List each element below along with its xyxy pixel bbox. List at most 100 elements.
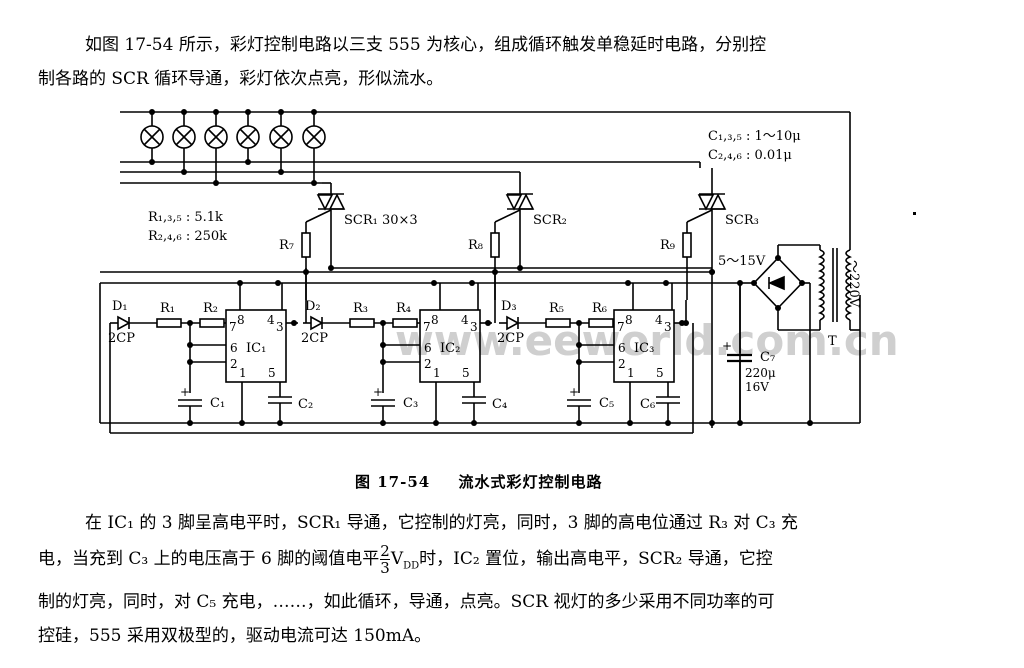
junction-dot: [311, 180, 317, 186]
ic-label: IC₂: [440, 341, 460, 356]
gate-resistor: [301, 232, 311, 258]
supply-voltage-label: 5～15V: [718, 254, 766, 269]
resistor-label: R₅: [549, 301, 564, 316]
junction-dot: [245, 159, 251, 165]
ic-555: [613, 309, 675, 383]
filter-capacitor: + C₇ 220μ 16V: [722, 283, 776, 423]
junction-dot: [187, 342, 193, 348]
resistor-label: R₆: [592, 301, 607, 316]
junction-dot: [751, 280, 757, 286]
resistor-label: R₂: [203, 301, 218, 316]
svg-text:4: 4: [461, 313, 469, 327]
stray-mark: [913, 212, 916, 215]
junction-dot: [181, 109, 187, 115]
gate-resistor: [490, 232, 500, 258]
junction-dot: [277, 420, 283, 426]
junction-dot: [709, 269, 715, 275]
junction-dot: [775, 305, 781, 311]
svg-text:4: 4: [267, 313, 275, 327]
junction-dot: [665, 420, 671, 426]
junction-dot: [576, 359, 582, 365]
figure-caption: 图 17-54 流水式彩灯控制电路: [355, 471, 602, 492]
junction-dot: [380, 320, 386, 326]
intro-line-1: 如图 17-54 所示，彩灯控制电路以三支 555 为核心，组成循环触发单稳延时…: [85, 35, 767, 55]
c7-rating: 16V: [745, 380, 769, 394]
diode-type-label: 2CP: [301, 331, 328, 346]
svg-text:7: 7: [617, 320, 625, 334]
svg-text:1: 1: [239, 366, 247, 380]
svg-text:+: +: [569, 385, 579, 399]
intro-line-2: 制各路的 SCR 循环导通，彩灯依次点亮，形似流水。: [38, 69, 444, 89]
timing-cap-label: C₃: [403, 396, 418, 411]
scr-3: SCR₃ R₉: [660, 168, 759, 300]
figure-title: 流水式彩灯控制电路: [458, 473, 603, 491]
resistor: [349, 318, 375, 328]
resistor-label: R₁: [160, 301, 175, 316]
svg-text:7: 7: [423, 320, 431, 334]
lamp-icon: [269, 112, 293, 172]
figure-number: 图 17-54: [355, 473, 431, 491]
svg-text:6: 6: [230, 341, 238, 355]
cap-note-odd: C₁,₃,₅ : 1～10μ: [708, 129, 801, 144]
junction-dot: [737, 280, 743, 286]
scr-label: SCR₂: [533, 213, 567, 228]
junction-dot: [576, 320, 582, 326]
junction-dot: [625, 280, 631, 286]
vdd-symbol: V: [390, 549, 404, 569]
ctrl-cap-label: C₄: [492, 397, 507, 412]
gate-resistor-label: R₇: [279, 238, 294, 253]
ic-555: [419, 309, 481, 383]
svg-text:6: 6: [424, 341, 432, 355]
svg-text:3: 3: [470, 320, 478, 334]
diode-icon: [310, 315, 324, 331]
junction-dot: [683, 320, 689, 326]
resistor-label: R₃: [353, 301, 368, 316]
body-line-2-pre: 电，当充到 C₃ 上的电压高于 6 脚的阈值电平: [38, 549, 380, 569]
body-line-3: 制的灯亮，同时，对 C₅ 充电，……，如此循环，导通，点亮。SCR 视灯的多少采…: [38, 592, 775, 613]
timing-cap-label: C₁: [210, 396, 225, 411]
junction-dot: [275, 280, 281, 286]
svg-text:3: 3: [276, 320, 284, 334]
diode-label: D₁: [112, 299, 128, 314]
resistor: [156, 318, 182, 328]
c7-value: 220μ: [745, 366, 776, 380]
svg-text:8: 8: [431, 313, 439, 327]
junction-dot: [380, 420, 386, 426]
diode-label: D₂: [305, 299, 321, 314]
diode-type-label: 2CP: [108, 331, 135, 346]
ic-label: IC₃: [634, 341, 654, 356]
junction-dot: [181, 169, 187, 175]
svg-text:+: +: [180, 385, 190, 399]
svg-text:+: +: [373, 385, 383, 399]
fraction-numerator: 2: [380, 542, 390, 560]
body-line-1: 在 IC₁ 的 3 脚呈高电平时，SCR₁ 导通，它控制的灯亮，同时，3 脚的高…: [85, 513, 798, 533]
junction-dot: [433, 420, 439, 426]
junction-dot: [245, 109, 251, 115]
gate-resistor-label: R₉: [660, 238, 675, 253]
junction-dot: [291, 320, 297, 326]
scr-label: SCR₃: [725, 213, 759, 228]
svg-text:5: 5: [462, 366, 470, 380]
scr-1: SCR₁ 30×3R₇: [279, 183, 418, 300]
res-note-odd: R₁,₃,₅ : 5.1k: [148, 210, 223, 225]
transformer-label: T: [828, 334, 837, 349]
junction-dot: [799, 280, 805, 286]
ctrl-cap-label: C₆: [640, 397, 655, 412]
junction-dot: [187, 359, 193, 365]
intro-paragraph: 如图 17-54 所示，彩灯控制电路以三支 555 为核心，组成循环触发单稳延时…: [0, 28, 1024, 96]
svg-text:1: 1: [433, 366, 441, 380]
svg-text:5: 5: [268, 366, 276, 380]
body-paragraph: 在 IC₁ 的 3 脚呈高电平时，SCR₁ 导通，它控制的灯亮，同时，3 脚的高…: [0, 506, 1024, 653]
ic-555: [225, 309, 287, 383]
c7-label: C₇: [760, 350, 775, 365]
junction-dot: [328, 265, 334, 271]
svg-text:5: 5: [656, 366, 664, 380]
junction-dot: [278, 169, 284, 175]
lamp-array: [140, 112, 326, 183]
